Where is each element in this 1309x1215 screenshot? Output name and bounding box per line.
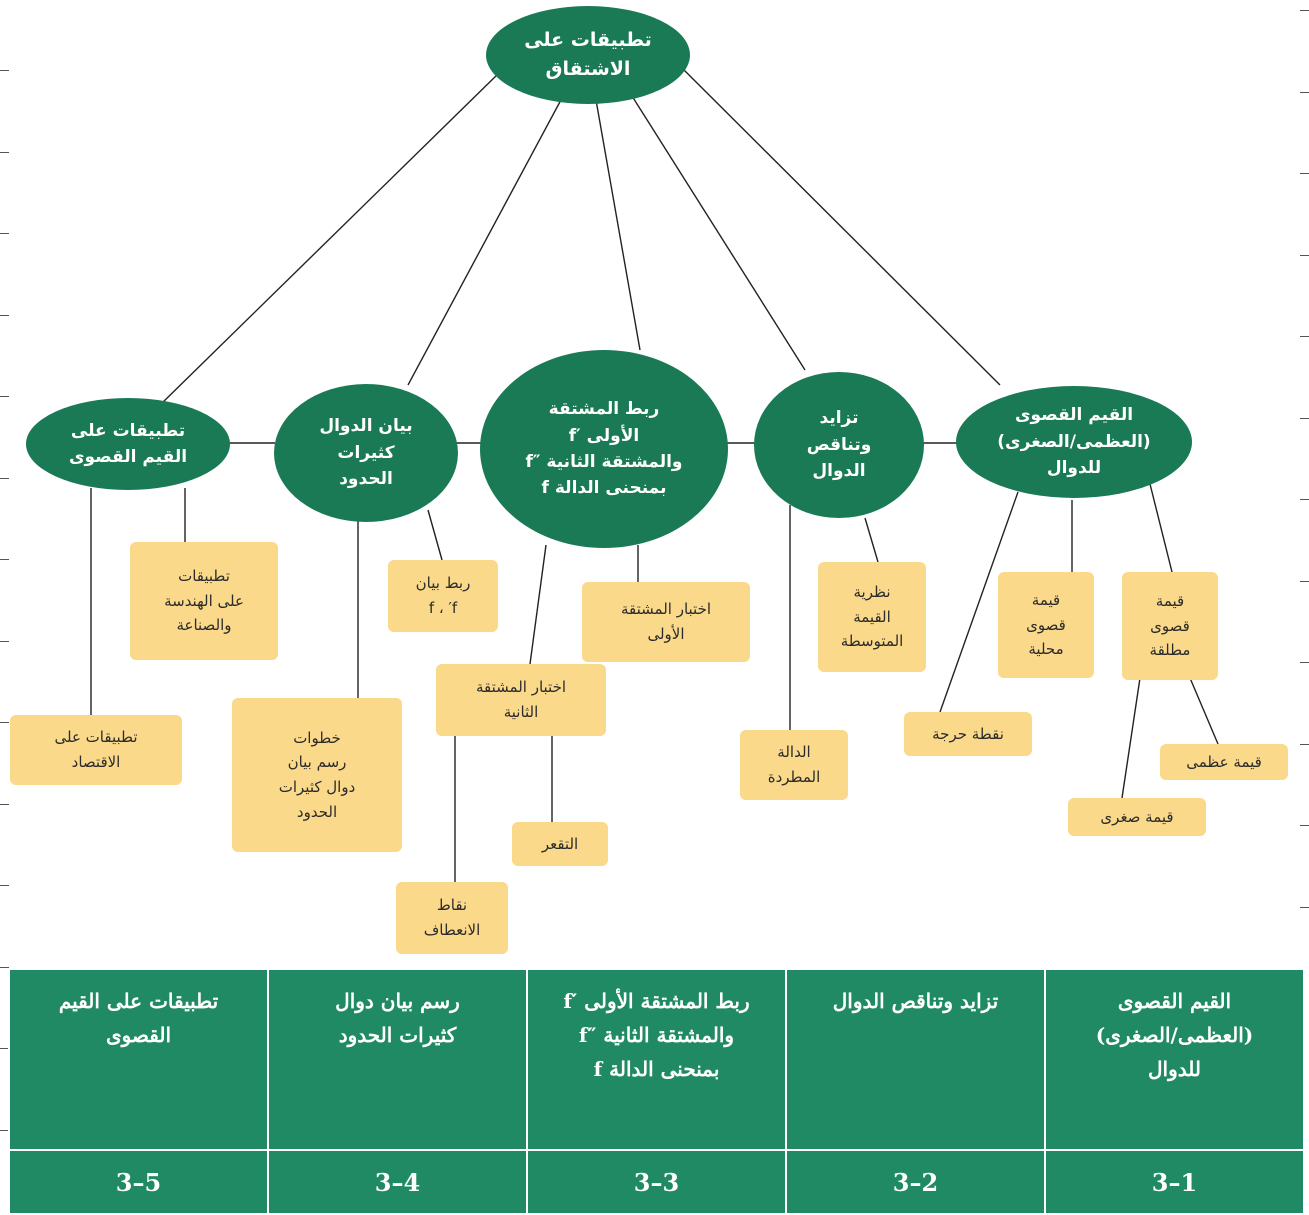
detail-label: التقعر [541,834,579,853]
margin-tick [0,967,9,968]
lesson-table: القيم القصوى (العظمى/الصغرى) للدوال تزاي… [8,968,1305,1215]
detail-label: ربط بيان f ، ′f [415,574,471,617]
detail-graphing-steps: خطوات رسم بيان دوال كثيرات الحدود [232,698,402,852]
root-node: تطبيقات على الاشتقاق [486,6,690,104]
margin-tick [0,315,9,316]
detail-second-derivative-test: اختبار المشتقة الثانية [436,664,606,736]
detail-absolute-extremum: قيمة قصوى مطلقة [1122,572,1218,680]
margin-tick [0,641,9,642]
lesson-number: 3–2 [785,1149,1046,1215]
margin-tick [1300,336,1309,337]
margin-tick [1300,255,1309,256]
detail-constant-function: الدالة المطردة [740,730,848,800]
margin-tick [0,722,9,723]
concept-node-extrema: القيم القصوى (العظمى/الصغرى) للدوال [956,386,1192,498]
lesson-number: 3–3 [526,1149,787,1215]
margin-tick [1300,907,1309,908]
margin-tick [0,70,9,71]
detail-label: قيمة قصوى محلية [1026,590,1066,659]
lesson-title: ربط المشتقة الأولى ′f والمشتقة الثانية ″… [526,968,787,1151]
lesson-title: تطبيقات على القيم القصوى [8,968,269,1151]
lesson-titles-row: القيم القصوى (العظمى/الصغرى) للدوال تزاي… [8,968,1305,1151]
detail-concavity: التقعر [512,822,608,866]
detail-absolute-min: قيمة صغرى [1068,798,1206,836]
margin-tick [1300,92,1309,93]
detail-geometry-industry: تطبيقات على الهندسة والصناعة [130,542,278,660]
detail-label: قيمة صغرى [1100,807,1174,826]
detail-first-derivative-test: اختبار المشتقة الأولى [582,582,750,662]
concept-label: بيان الدوال كثيرات الحدود [319,416,413,490]
detail-economics: تطبيقات على الاقتصاد [10,715,182,785]
detail-critical-point: نقطة حرجة [904,712,1032,756]
concept-node-derivatives: ربط المشتقة الأولى ′f والمشتقة الثانية ″… [480,350,728,548]
detail-label: قيمة عظمى [1186,752,1262,771]
margin-tick [1300,825,1309,826]
margin-tick [1300,581,1309,582]
root-label: تطبيقات على الاشتقاق [524,28,652,80]
detail-label: نظرية القيمة المتوسطة [840,582,904,651]
margin-tick [0,396,9,397]
concept-node-polynomial-graphs: بيان الدوال كثيرات الحدود [274,384,458,522]
detail-label: نقطة حرجة [932,724,1004,743]
lesson-title: رسم بيان دوال كثيرات الحدود [267,968,528,1151]
concept-node-monotonic: تزايد وتناقص الدوال [754,372,924,518]
detail-label: قيمة قصوى مطلقة [1149,591,1191,660]
margin-tick [1300,173,1309,174]
lesson-title: تزايد وتناقص الدوال [785,968,1046,1151]
concept-node-extrema-applications: تطبيقات على القيم القصوى [26,398,230,490]
detail-label: نقاط الانعطاف [423,896,481,939]
margin-tick [0,1048,9,1049]
margin-tick [0,478,9,479]
lesson-numbers-row: 3–1 3–2 3–3 3–4 3–5 [8,1149,1305,1215]
margin-tick [1300,744,1309,745]
margin-tick [1300,10,1309,11]
concept-label: القيم القصوى (العظمى/الصغرى) للدوال [997,405,1151,479]
detail-label: اختبار المشتقة الثانية [475,678,567,721]
concept-label: تطبيقات على القيم القصوى [68,420,188,467]
margin-tick [0,1130,9,1131]
margin-tick [1300,662,1309,663]
margin-tick [1300,418,1309,419]
margin-tick [0,233,9,234]
detail-mean-value-theorem: نظرية القيمة المتوسطة [818,562,926,672]
detail-local-extremum: قيمة قصوى محلية [998,572,1094,678]
margin-tick [0,804,9,805]
detail-label: خطوات رسم بيان دوال كثيرات الحدود [278,728,356,821]
margin-tick [1300,499,1309,500]
lesson-title: القيم القصوى (العظمى/الصغرى) للدوال [1044,968,1305,1151]
detail-inflection-points: نقاط الانعطاف [396,882,508,954]
detail-label: الدالة المطردة [767,743,821,786]
detail-label: تطبيقات على الاقتصاد [54,728,138,771]
detail-link-f-fprime: ربط بيان f ، ′f [388,560,498,632]
concept-label: ربط المشتقة الأولى ′f والمشتقة الثانية ″… [525,399,683,499]
lesson-number: 3–1 [1044,1149,1305,1215]
detail-label: تطبيقات على الهندسة والصناعة [164,566,244,635]
margin-tick [0,152,9,153]
margin-tick [0,885,9,886]
detail-label: اختبار المشتقة الأولى [620,600,712,643]
lesson-number: 3–4 [267,1149,528,1215]
detail-absolute-max: قيمة عظمى [1160,744,1288,780]
concept-label: تزايد وتناقص الدوال [806,408,872,482]
margin-tick [0,559,9,560]
lesson-number: 3–5 [8,1149,269,1215]
